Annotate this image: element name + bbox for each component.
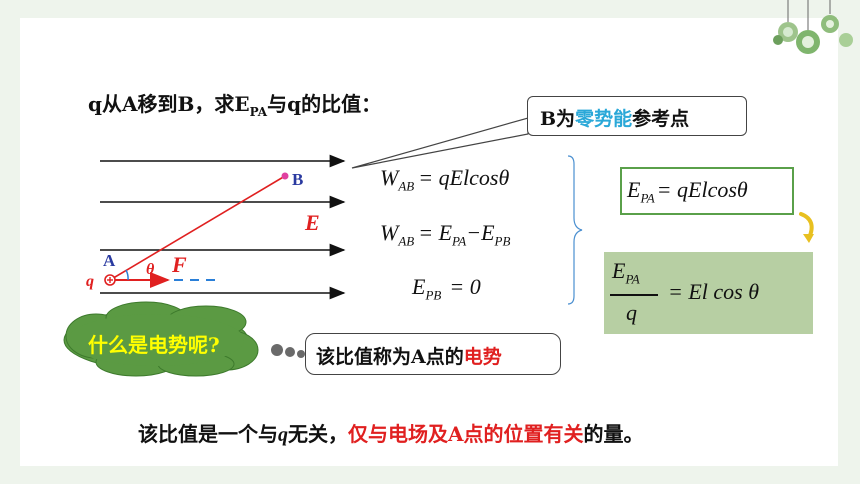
displacement-line — [109, 175, 286, 281]
label-a: A — [103, 251, 116, 270]
result-rhs: = qElcosθ — [656, 177, 748, 202]
callout-bottom: 该比值称为A点的电势 — [305, 333, 561, 375]
eq3-lhs: E — [412, 274, 426, 299]
eq3-rhs: = 0 — [449, 274, 481, 299]
callout-bottom-highlight: 电势 — [463, 346, 502, 368]
conclusion-q: q — [278, 424, 288, 446]
label-theta: θ — [146, 261, 155, 278]
label-e: E — [304, 210, 320, 235]
result-text: EPA= qElcosθ — [627, 177, 748, 206]
question-sub: PA — [249, 105, 268, 119]
conclusion-part3: 的量。 — [583, 422, 644, 446]
result-box: EPA= qElcosθ — [620, 167, 794, 215]
lamp-decoration-icon — [773, 0, 853, 54]
callout-bottom-prefix: 该比值称为A点的 — [316, 346, 464, 368]
ratio-box: EPA q = El cos θ — [604, 252, 813, 334]
eq2-rhs2-sub: PB — [494, 233, 511, 249]
callout-bottom-text: 该比值称为A点的电势 — [316, 342, 502, 369]
callout-top-suffix: 参考点 — [632, 108, 690, 130]
label-b: B — [292, 170, 303, 189]
eq1-lhs-sub: AB — [398, 178, 415, 194]
ratio-num: E — [612, 258, 626, 283]
eq1-lhs: W — [380, 165, 399, 190]
equations-bracket — [567, 155, 583, 305]
eq2-rhs2: −E — [466, 220, 495, 245]
question-text: q从A移到B，求EPA与q的比值： — [88, 88, 381, 119]
eq2-lhs: W — [380, 220, 399, 245]
conclusion-part1: 该比值是一个与 — [138, 422, 278, 446]
angle-arc — [125, 269, 129, 281]
conclusion-text: 该比值是一个与q无关，仅与电场及A点的位置有关的量。 — [138, 418, 644, 447]
callout-top-highlight: 零势能 — [575, 108, 633, 130]
eq3-lhs-sub: PB — [425, 287, 442, 303]
label-q: q — [86, 273, 94, 290]
callout-top-text: B为零势能参考点 — [540, 104, 689, 131]
ratio-denominator: q — [626, 300, 637, 325]
content-panel — [20, 18, 838, 466]
callout-top-prefix: B为 — [540, 108, 576, 130]
cloud-text: 什么是电势呢? — [88, 333, 220, 357]
question-suffix: 与q的比值： — [267, 92, 382, 116]
result-lhs: E — [627, 177, 641, 202]
label-f: F — [171, 252, 187, 277]
conclusion-part2: 无关， — [288, 422, 348, 446]
ratio-numerator: EPA — [612, 258, 640, 287]
equation-1: WAB= qElcosθ — [380, 165, 509, 194]
equation-2: WAB= EPA−EPB — [380, 220, 510, 249]
curved-arrow-icon — [799, 212, 814, 243]
thought-cloud — [63, 301, 305, 377]
eq1-rhs: = qElcosθ — [418, 165, 510, 190]
ratio-num-sub: PA — [625, 271, 640, 287]
point-b — [281, 172, 289, 180]
equation-3: EPB = 0 — [412, 274, 481, 303]
eq2-lhs-sub: AB — [398, 233, 415, 249]
result-lhs-sub: PA — [640, 190, 655, 206]
eq2-rhs1-sub: PA — [452, 233, 467, 249]
conclusion-highlight: 仅与电场及A点的位置有关 — [348, 422, 584, 446]
eq2-rhs1: = E — [418, 220, 453, 245]
fraction-bar — [610, 294, 658, 296]
question-prefix: q从A移到B，求E — [88, 92, 250, 116]
callout-top: B为零势能参考点 — [527, 96, 747, 136]
ratio-rhs: = El cos θ — [668, 279, 760, 304]
